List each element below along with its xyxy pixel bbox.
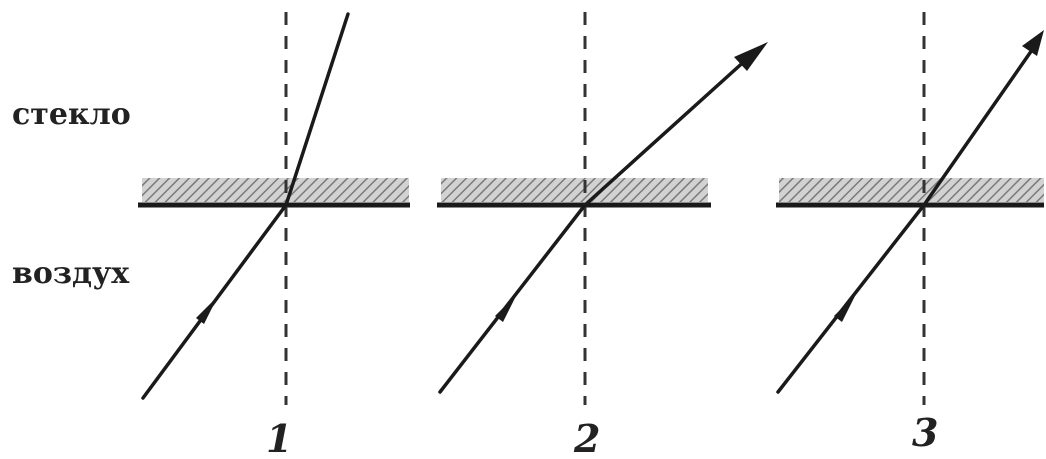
case-3-number: 3 (912, 410, 938, 455)
case-3-refracted-ray (922, 48, 1034, 207)
case-3-panel: 3 (776, 12, 1044, 455)
case-3-incident-ray (776, 203, 926, 394)
case-1-number: 1 (266, 416, 292, 459)
case-1-panel: 1 (138, 12, 410, 459)
case-1-glass-layer (142, 178, 409, 202)
case-2-number: 2 (573, 416, 600, 459)
case-3-glass-layer (779, 178, 1044, 202)
case-1-incident-arrow-icon (196, 296, 218, 324)
case-2-refracted-arrow-icon (734, 42, 768, 71)
case-3-incident-arrow-icon (834, 294, 856, 322)
case-2-glass-layer (441, 178, 708, 202)
case-2-incident-arrow-icon (495, 294, 517, 322)
case-3-refracted-arrow-icon (1022, 30, 1044, 56)
case-1-refracted-ray (284, 12, 350, 207)
case-2-panel: 2 (437, 12, 768, 459)
air-label: воздух (12, 256, 130, 291)
case-2-refracted-ray (583, 56, 750, 207)
glass-label: стекло (12, 97, 131, 132)
